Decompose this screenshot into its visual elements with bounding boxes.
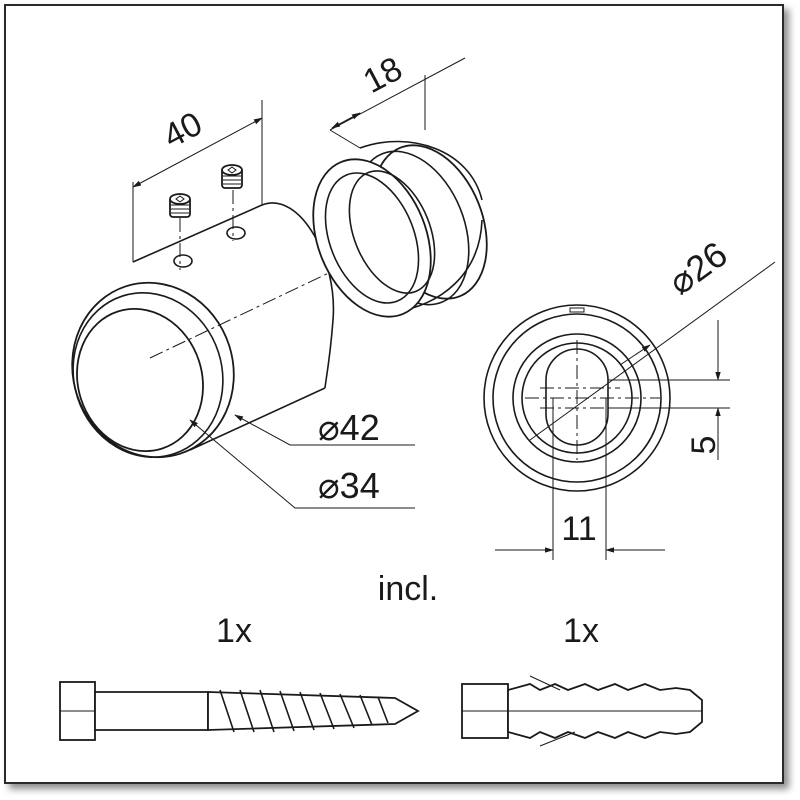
cylinder-holder [71, 164, 335, 459]
svg-text:5: 5 [685, 436, 723, 455]
wall-plug-icon [461, 675, 703, 747]
front-view [483, 304, 671, 492]
set-screw [221, 164, 243, 189]
dim-label-40: 40 [157, 105, 208, 156]
svg-text:⌀26: ⌀26 [661, 233, 735, 302]
screw-icon [59, 681, 420, 741]
screw-quantity: 1x [216, 612, 252, 650]
dim-label-flange-diameter: ⌀26 [661, 233, 735, 302]
dim-label-slot-height: 5 [685, 436, 723, 455]
collar-ring [312, 140, 488, 318]
set-screw [169, 193, 191, 218]
dim-label-slot-width: 11 [561, 510, 596, 548]
dim-label-18: 18 [357, 50, 408, 101]
dim-label-outer-diameter: ⌀42 [318, 407, 380, 448]
svg-text:18: 18 [357, 50, 408, 101]
dimension-lines [132, 57, 776, 560]
dim-label-inner-diameter: ⌀34 [318, 465, 380, 506]
dowel-quantity: 1x [563, 612, 599, 650]
included-heading: incl. [378, 570, 438, 608]
svg-text:40: 40 [157, 105, 208, 156]
